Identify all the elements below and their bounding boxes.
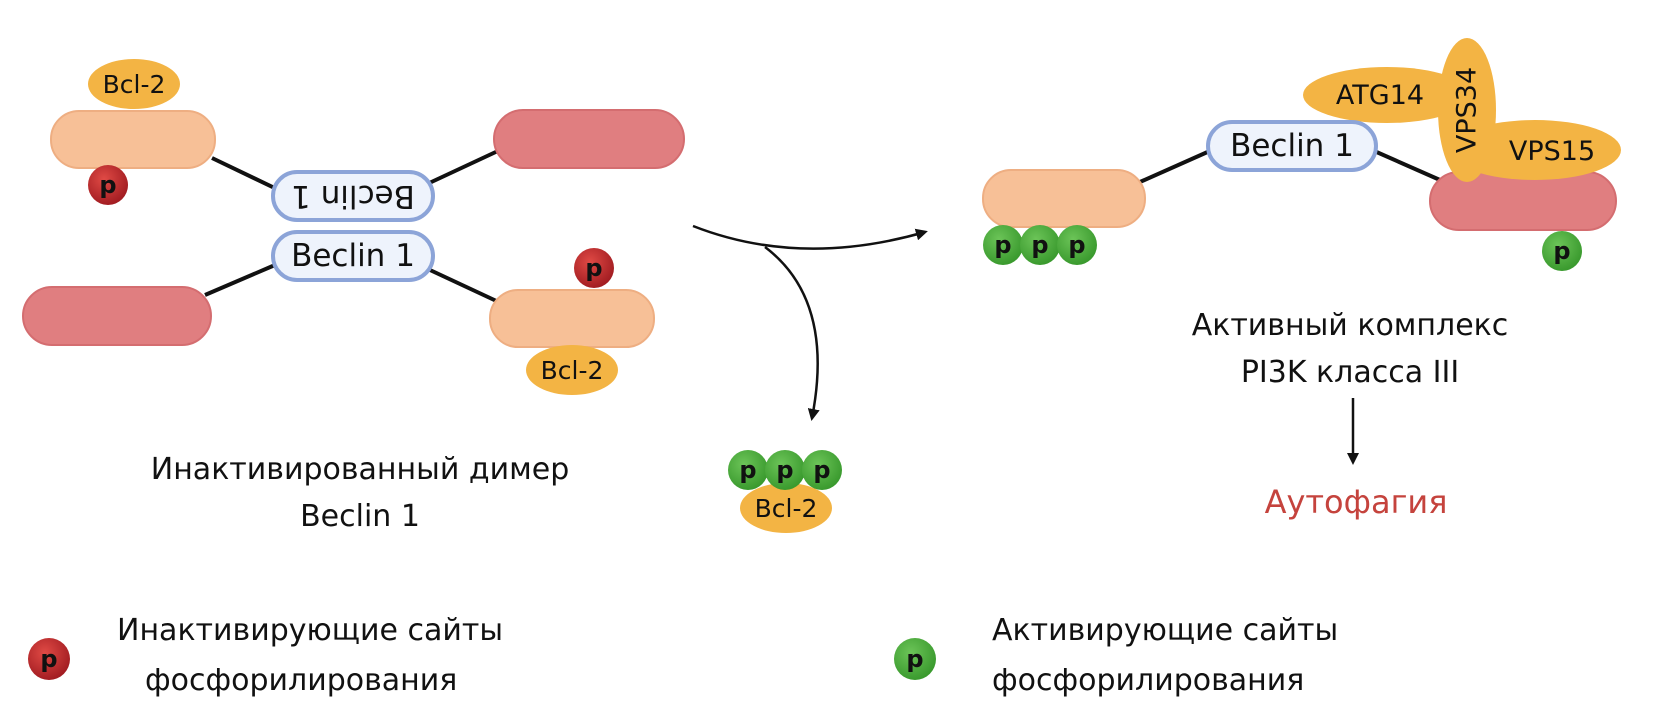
domain-light-orange [50, 110, 216, 169]
domain-pink [493, 109, 685, 169]
active-caption: PI3K класса III [1241, 355, 1459, 390]
legend-activating-label: фосфорилирования [992, 663, 1304, 698]
bcl2-protein [526, 345, 618, 395]
p-label: p [1031, 231, 1048, 259]
active-complex: p p p p ATG14 VPS15 VPS34 Beclin 1 Актив… [982, 38, 1621, 521]
bcl2-protein [88, 59, 180, 109]
atg14-protein [1303, 67, 1471, 123]
phospho-activating-icon [802, 450, 842, 490]
phospho-activating-icon [765, 450, 805, 490]
p-label: p [739, 456, 756, 484]
transition-arrows [692, 224, 928, 421]
domain-light-orange [982, 169, 1146, 228]
inactive-caption: Инактивированный димер [151, 452, 570, 487]
inactive-dimer: Bcl-2 p Beclin 1 Beclin 1 p Bcl-2 Инакти… [22, 59, 685, 534]
bcl2-label: Bcl-2 [541, 356, 604, 385]
domain-pink [22, 286, 212, 346]
p-label: p [776, 456, 793, 484]
beclin-box [271, 230, 435, 282]
phospho-activating-icon [728, 450, 768, 490]
phospho-activating-icon [1542, 231, 1582, 271]
connector-line [424, 148, 501, 187]
connector-line [429, 268, 506, 307]
domain-light-orange [489, 289, 655, 348]
legend-inactivating-label: Инактивирующие сайты [117, 613, 503, 648]
vps15-label: VPS15 [1509, 136, 1595, 167]
p-label: p [99, 171, 116, 199]
beclin-label: Beclin 1 [291, 238, 415, 274]
bcl2-label: Bcl-2 [103, 70, 166, 99]
bcl2-label: Bcl-2 [755, 494, 818, 523]
p-label: p [1553, 237, 1570, 265]
connector-line [1371, 148, 1441, 182]
p-label: p [1068, 231, 1085, 259]
arrow-release-bcl2 [764, 246, 820, 421]
legend-activating-label: Активирующие сайты [992, 613, 1338, 648]
p-label: p [40, 645, 57, 673]
bcl2-protein [740, 483, 832, 533]
legend-inactivating-icon [28, 638, 70, 680]
vps34-protein [1438, 38, 1496, 182]
phospho-inactivating-icon [574, 248, 614, 288]
p-label: p [813, 456, 830, 484]
active-caption: Активный комплекс [1192, 308, 1509, 343]
atg14-label: ATG14 [1336, 80, 1424, 111]
inactive-caption: Beclin 1 [300, 499, 420, 534]
phospho-activating-icon [1020, 225, 1060, 265]
p-label: p [585, 254, 602, 282]
legend: p Инактивирующие сайты фосфорилирования … [28, 613, 1338, 698]
connector-line [204, 263, 276, 297]
beclin-box-inverted [271, 170, 435, 222]
beclin-label-inverted: Beclin 1 [291, 178, 415, 214]
beclin-label: Beclin 1 [1230, 128, 1354, 164]
beclin-box [1206, 120, 1378, 172]
autophagy-label: Аутофагия [1265, 483, 1448, 521]
p-label: p [994, 231, 1011, 259]
legend-inactivating-label: фосфорилирования [145, 663, 457, 698]
phospho-activating-icon [983, 225, 1023, 265]
legend-activating-icon [894, 638, 936, 680]
domain-pink [1429, 171, 1617, 231]
phospho-inactivating-icon [88, 165, 128, 205]
arrow-activation [692, 224, 928, 250]
phospho-activating-icon [1057, 225, 1097, 265]
vps34-label: VPS34 [1452, 67, 1483, 153]
released-bcl2: Bcl-2 p p p [728, 450, 842, 533]
connector-line [1139, 148, 1213, 184]
p-label: p [906, 645, 923, 673]
